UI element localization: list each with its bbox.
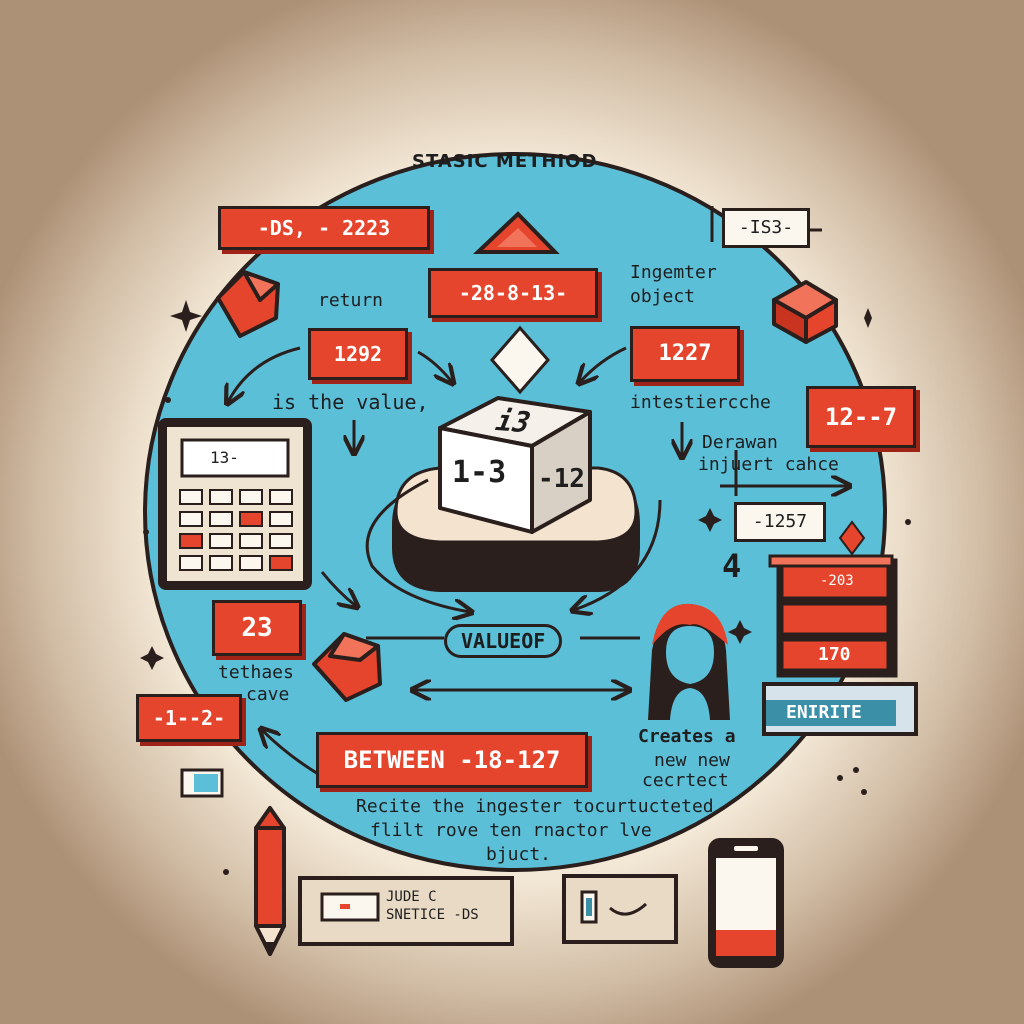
red-gem-left — [216, 270, 280, 338]
box-ingemter-value: 1227 — [630, 326, 740, 382]
diamond-icon — [490, 325, 550, 395]
red-gem-bottom — [312, 632, 382, 702]
phone-icon — [708, 838, 784, 968]
valueof-label: VALUEOF — [444, 624, 563, 658]
drawer-row3-text: 170 — [818, 644, 851, 665]
box-right-value: 12--7 — [806, 386, 916, 448]
triangle-icon — [472, 211, 560, 254]
calculator-display-text: 13- — [210, 448, 239, 467]
center-cube — [438, 396, 592, 534]
small-device-icon — [180, 768, 224, 798]
enkite-sign — [762, 682, 918, 736]
diagram-title: STASIC METHIOD — [412, 151, 598, 172]
label-derawan: Derawan — [702, 432, 778, 453]
flow-arrows — [228, 346, 848, 784]
small-red-diamond-icon — [838, 520, 866, 556]
label-injuert: injuert cahce — [698, 454, 839, 475]
label-ingemter: Ingemter — [630, 262, 717, 283]
box-return-value: 1292 — [308, 328, 408, 380]
box-right-mid: -1257 — [734, 502, 826, 542]
drawer-row1-text: -203 — [820, 573, 854, 589]
label-object: object — [630, 286, 696, 307]
pencil-icon — [254, 806, 286, 956]
label-new-new: new new — [654, 750, 730, 771]
label-recite-line3: bjuct. — [486, 844, 552, 865]
calculator-icon — [158, 418, 312, 590]
card-text-line1: JUDE C — [386, 889, 437, 905]
box-left-12: -1--2- — [136, 694, 242, 742]
red-cube-right — [772, 280, 838, 344]
drawer-stack — [768, 554, 898, 678]
label-cave: cave — [246, 684, 290, 705]
sparkle-icons — [140, 300, 911, 875]
cube-right-text: -12 — [538, 464, 585, 494]
box-top-right: -IS3- — [722, 208, 810, 248]
label-creates: Creates a — [638, 726, 736, 747]
bottom-card-right — [562, 874, 678, 944]
label-is-the-value: is the value, — [272, 390, 429, 414]
cube-left-text: 1-3 — [452, 455, 507, 490]
label-tethaes: tethaes — [218, 662, 294, 683]
box-top-center: -28-8-13- — [428, 268, 598, 318]
card-text-line2: SNETICE -DS — [386, 907, 479, 923]
label-recite-line2: flilt rove ten rnactor lve — [370, 820, 652, 841]
box-left-23: 23 — [212, 600, 302, 656]
box-between: BETWEEN -18-127 — [316, 732, 588, 788]
bottom-card-left — [298, 876, 514, 946]
label-intestierche: intestiercche — [630, 392, 771, 413]
enkite-sign-text: ENIRITE — [786, 702, 862, 723]
label-return: return — [318, 290, 384, 311]
label-recite-line1: Recite the ingester tocurtucteted — [356, 796, 714, 817]
label-cecrtect: cecrtect — [642, 770, 729, 791]
person-icon — [648, 603, 730, 720]
box-top-left: -DS, - 2223 — [218, 206, 430, 250]
number-four: 4 — [722, 547, 742, 585]
